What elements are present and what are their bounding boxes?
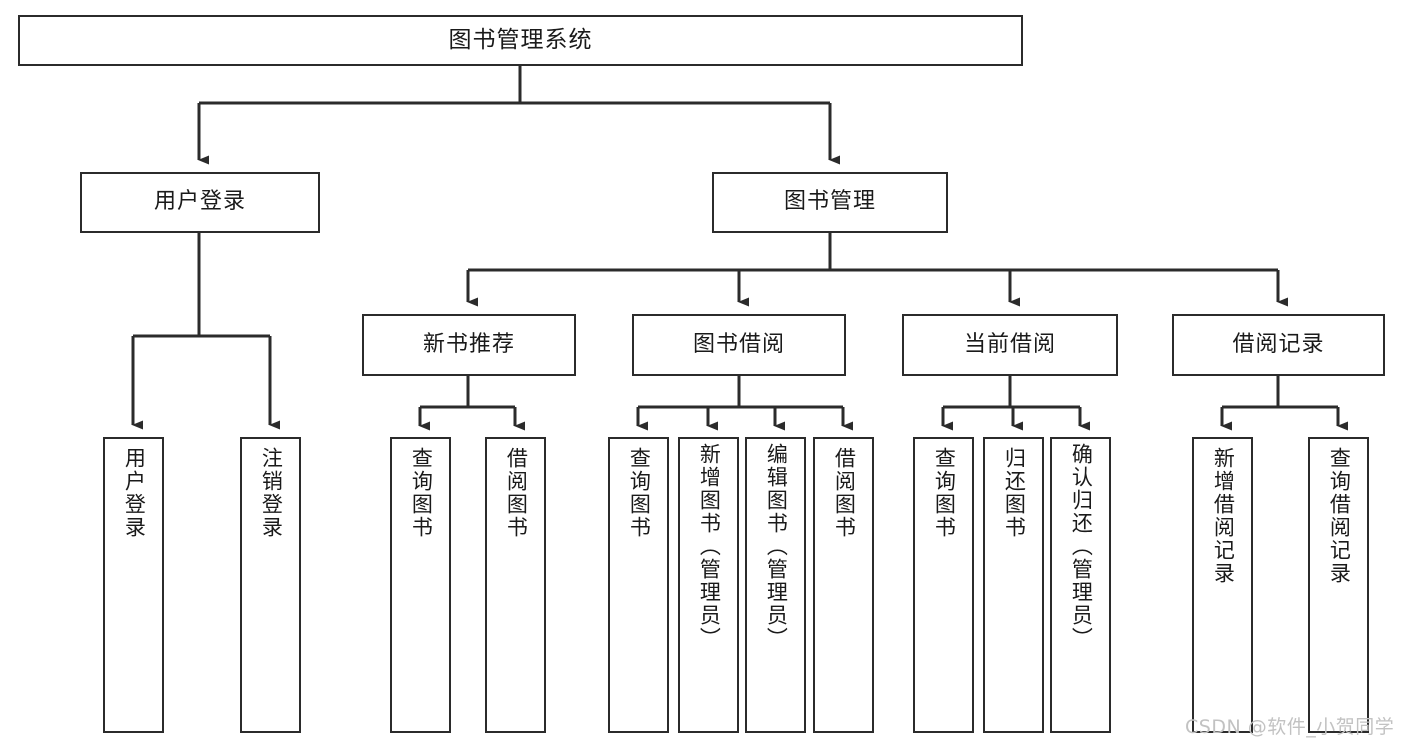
node-leaf-confirm-return-label: 确认归还（管理员） <box>1069 443 1094 650</box>
node-book-borrow-label: 图书借阅 <box>692 331 785 357</box>
node-new-book-recommend[interactable]: 新书推荐 <box>362 314 576 376</box>
node-leaf-add-borrow-record[interactable]: 新增借阅记录 <box>1192 437 1253 733</box>
node-book-borrow[interactable]: 图书借阅 <box>632 314 846 376</box>
node-leaf-user-login-label: 用户登录 <box>122 447 147 539</box>
node-leaf-query-book-recommend-label: 查询图书 <box>409 447 434 539</box>
node-leaf-query-book-recommend[interactable]: 查询图书 <box>390 437 451 733</box>
node-leaf-logout-login-label: 注销登录 <box>259 447 284 539</box>
node-borrow-record[interactable]: 借阅记录 <box>1172 314 1385 376</box>
node-leaf-query-book-current[interactable]: 查询图书 <box>913 437 974 733</box>
node-book-management[interactable]: 图书管理 <box>712 172 948 233</box>
node-current-borrow-label: 当前借阅 <box>963 331 1056 357</box>
node-leaf-query-book-current-label: 查询图书 <box>932 447 957 539</box>
node-leaf-add-book[interactable]: 新增图书（管理员） <box>678 437 739 733</box>
node-leaf-borrow-book[interactable]: 借阅图书 <box>813 437 874 733</box>
node-leaf-query-book-borrow-label: 查询图书 <box>627 447 652 539</box>
node-leaf-edit-book-label: 编辑图书（管理员） <box>764 443 789 650</box>
node-root-label: 图书管理系统 <box>448 26 593 53</box>
node-user-login-label: 用户登录 <box>153 189 246 215</box>
node-leaf-borrow-book-recommend[interactable]: 借阅图书 <box>485 437 546 733</box>
node-leaf-confirm-return[interactable]: 确认归还（管理员） <box>1050 437 1111 733</box>
node-leaf-query-borrow-record[interactable]: 查询借阅记录 <box>1308 437 1369 733</box>
node-user-login[interactable]: 用户登录 <box>80 172 320 233</box>
node-leaf-return-book[interactable]: 归还图书 <box>983 437 1044 733</box>
node-leaf-add-borrow-record-label: 新增借阅记录 <box>1211 447 1236 585</box>
node-leaf-return-book-label: 归还图书 <box>1002 447 1027 539</box>
node-leaf-borrow-book-recommend-label: 借阅图书 <box>504 447 529 539</box>
node-leaf-add-book-label: 新增图书（管理员） <box>697 443 722 650</box>
node-current-borrow[interactable]: 当前借阅 <box>902 314 1118 376</box>
watermark-csdn: CSDN @软件_小贺同学 <box>1185 716 1395 738</box>
node-borrow-record-label: 借阅记录 <box>1232 331 1325 357</box>
node-leaf-query-book-borrow[interactable]: 查询图书 <box>608 437 669 733</box>
node-new-book-recommend-label: 新书推荐 <box>422 331 515 357</box>
node-leaf-user-login[interactable]: 用户登录 <box>103 437 164 733</box>
node-root-book-management-system[interactable]: 图书管理系统 <box>18 15 1023 66</box>
node-leaf-borrow-book-label: 借阅图书 <box>832 447 857 539</box>
node-leaf-query-borrow-record-label: 查询借阅记录 <box>1327 447 1352 585</box>
node-leaf-logout-login[interactable]: 注销登录 <box>240 437 301 733</box>
node-leaf-edit-book[interactable]: 编辑图书（管理员） <box>745 437 806 733</box>
node-book-management-label: 图书管理 <box>783 189 876 215</box>
